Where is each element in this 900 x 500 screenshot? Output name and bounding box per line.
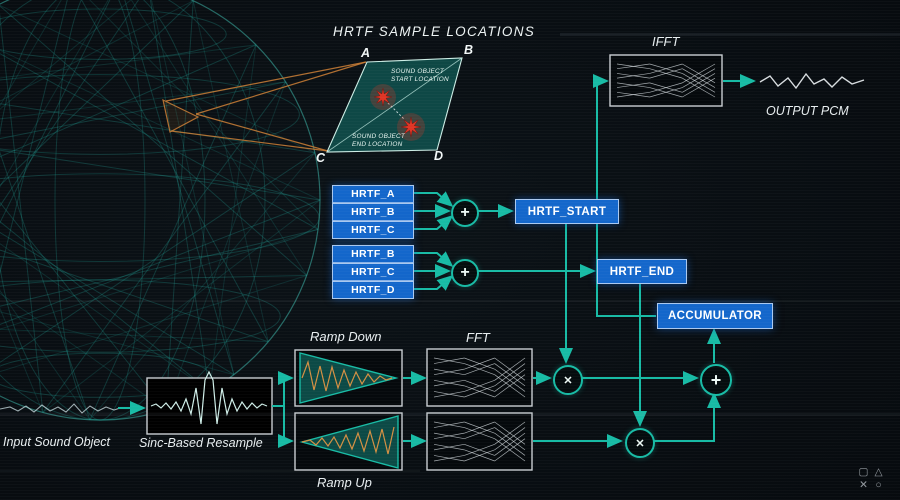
diagram-static-graphics bbox=[0, 54, 865, 471]
ramp-up-envelope bbox=[299, 415, 399, 469]
ramp-up-label: Ramp Up bbox=[317, 475, 372, 490]
playstation-buttons-logo: ▢ △ ✕ ○ bbox=[856, 466, 886, 492]
ifft-box bbox=[609, 54, 723, 107]
sphere-wireframe bbox=[0, 0, 321, 421]
plus-icon: + bbox=[460, 204, 470, 221]
fft-bottom-box bbox=[426, 412, 533, 471]
quad-corner-a: A bbox=[361, 46, 371, 60]
hrtf-box-a1: HRTF_A bbox=[332, 185, 414, 203]
fft-bottom-butterfly bbox=[433, 421, 526, 462]
quad-corner-c: C bbox=[316, 151, 326, 165]
ifft-label: IFFT bbox=[652, 34, 680, 49]
adder-node: + bbox=[700, 364, 732, 396]
input-waveform bbox=[0, 403, 121, 414]
sum-node-end: + bbox=[451, 259, 479, 287]
hrtf-box-b2: HRTF_B bbox=[332, 245, 414, 263]
plus-icon: + bbox=[710, 369, 722, 390]
ramp-down-waveform bbox=[301, 359, 393, 392]
signal-flow-lines bbox=[118, 74, 756, 448]
plus-icon: + bbox=[460, 264, 470, 281]
fft-label: FFT bbox=[466, 330, 490, 345]
hrtf-box-c2: HRTF_C bbox=[332, 263, 414, 281]
fft-top-box bbox=[426, 348, 533, 407]
ramp-down-label: Ramp Down bbox=[310, 329, 382, 344]
multiply-icon: ✕ bbox=[635, 437, 645, 450]
output-pcm-label: OUTPUT PCM bbox=[766, 104, 849, 118]
accumulator-box: ACCUMULATOR bbox=[657, 303, 773, 329]
sound-object-start-star-icon bbox=[370, 84, 396, 110]
start-location-label-line1: SOUND OBJECT bbox=[391, 68, 445, 75]
output-pcm-waveform bbox=[759, 72, 865, 90]
hrtf-end-box: HRTF_END bbox=[597, 259, 687, 284]
resample-box bbox=[146, 377, 273, 435]
resample-label: Sinc-Based Resample bbox=[139, 436, 263, 450]
ps-cross-icon: ✕ bbox=[859, 479, 868, 491]
end-location-label-line2: END LOCATION bbox=[352, 141, 403, 148]
ramp-down-envelope bbox=[299, 352, 399, 404]
multiply-icon: ✕ bbox=[563, 374, 573, 387]
sound-object-end-star-icon bbox=[397, 113, 425, 141]
hrtf-box-b1: HRTF_B bbox=[332, 203, 414, 221]
hrtf-box-d2: HRTF_D bbox=[332, 281, 414, 299]
input-label: Input Sound Object bbox=[3, 435, 111, 449]
end-location-label-line1: SOUND OBJECT bbox=[352, 133, 406, 140]
hrtf-start-box: HRTF_START bbox=[515, 199, 619, 224]
ps-triangle-icon: △ bbox=[874, 466, 883, 478]
quad-corner-b: B bbox=[464, 43, 474, 57]
multiply-node-top: ✕ bbox=[553, 365, 583, 395]
ifft-butterfly bbox=[616, 63, 716, 98]
ramp-up-waveform bbox=[301, 426, 395, 455]
fft-top-butterfly bbox=[433, 357, 526, 398]
hrtf-sample-quad bbox=[326, 57, 463, 153]
ps-circle-icon: ○ bbox=[875, 479, 882, 491]
start-location-label-line2: START LOCATION bbox=[391, 76, 449, 83]
hrtf-box-c1: HRTF_C bbox=[332, 221, 414, 239]
ps-square-icon: ▢ bbox=[858, 466, 869, 478]
sinc-waveform bbox=[150, 370, 268, 425]
quad-corner-d: D bbox=[434, 149, 444, 163]
sum-node-start: + bbox=[451, 199, 479, 227]
multiply-node-bottom: ✕ bbox=[625, 428, 655, 458]
projection-lines bbox=[162, 61, 367, 152]
diagram-title: HRTF SAMPLE LOCATIONS bbox=[333, 24, 536, 39]
